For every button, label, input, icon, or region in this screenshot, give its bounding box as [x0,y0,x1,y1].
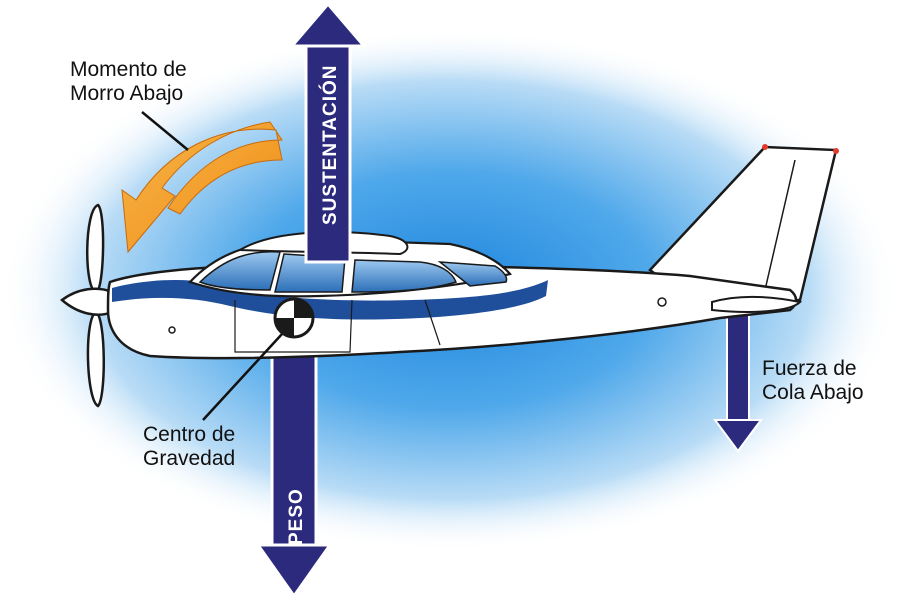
horizontal-stabilizer [711,295,803,313]
tail-down-force-label: Fuerza de Cola Abajo [762,357,864,405]
center-of-gravity-label: Centro de Gravedad [143,423,235,471]
nose-down-moment-label: Momento de Morro Abajo [70,58,187,106]
cg-leader-line [202,333,283,421]
weight-label: PESO [286,488,307,545]
nose-down-moment-line-1: Momento de [70,58,187,81]
center-of-gravity-symbol [273,297,315,339]
lift-arrow: SUSTENTACIÓN [288,1,368,264]
nose-down-moment-line-2: Morro Abajo [70,82,184,105]
nose-down-moment-arrow [121,121,283,254]
tail-down-force-arrow [713,299,763,453]
lift-label: SUSTENTACIÓN [319,65,341,225]
propeller [60,203,114,408]
tail-down-force-line-2: Cola Abajo [762,381,864,404]
cabin-window-rear [351,259,457,293]
center-of-gravity-line-2: Gravedad [143,447,236,470]
center-of-gravity-line-1: Centro de [143,423,236,446]
moment-leader-line [141,111,189,151]
tail-down-force-line-1: Fuerza de [762,357,857,380]
